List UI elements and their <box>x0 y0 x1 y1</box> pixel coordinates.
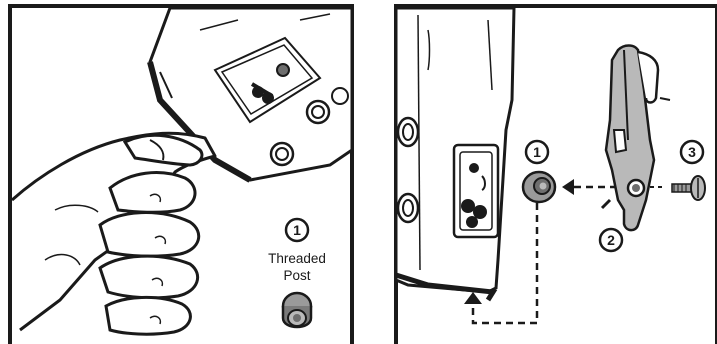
callout-number-3: 3 <box>688 144 696 160</box>
callout-3: 3 <box>681 141 703 163</box>
screw-icon <box>672 176 705 200</box>
callout-1: 1 <box>286 219 308 241</box>
hand-icon <box>12 133 215 334</box>
threaded-post-icon <box>283 293 311 327</box>
right-panel-illustration: 1 2 <box>388 0 717 344</box>
callout-number-1: 1 <box>533 144 541 160</box>
threaded-post-label-line2: Post <box>283 268 310 283</box>
callout-number: 1 <box>293 222 301 238</box>
left-panel-illustration: 1 Threaded Post <box>0 0 360 344</box>
callout-1: 1 <box>526 141 548 163</box>
callout-number-2: 2 <box>607 232 615 248</box>
belt-clip-icon <box>602 46 670 231</box>
callout-2: 2 <box>600 229 622 251</box>
threaded-post-icon <box>523 172 555 202</box>
right-panel: 1 2 <box>388 0 717 344</box>
threaded-post-label-line1: Threaded <box>268 251 326 266</box>
left-panel: 1 Threaded Post <box>0 0 360 344</box>
holster-shell-icon <box>396 8 514 300</box>
